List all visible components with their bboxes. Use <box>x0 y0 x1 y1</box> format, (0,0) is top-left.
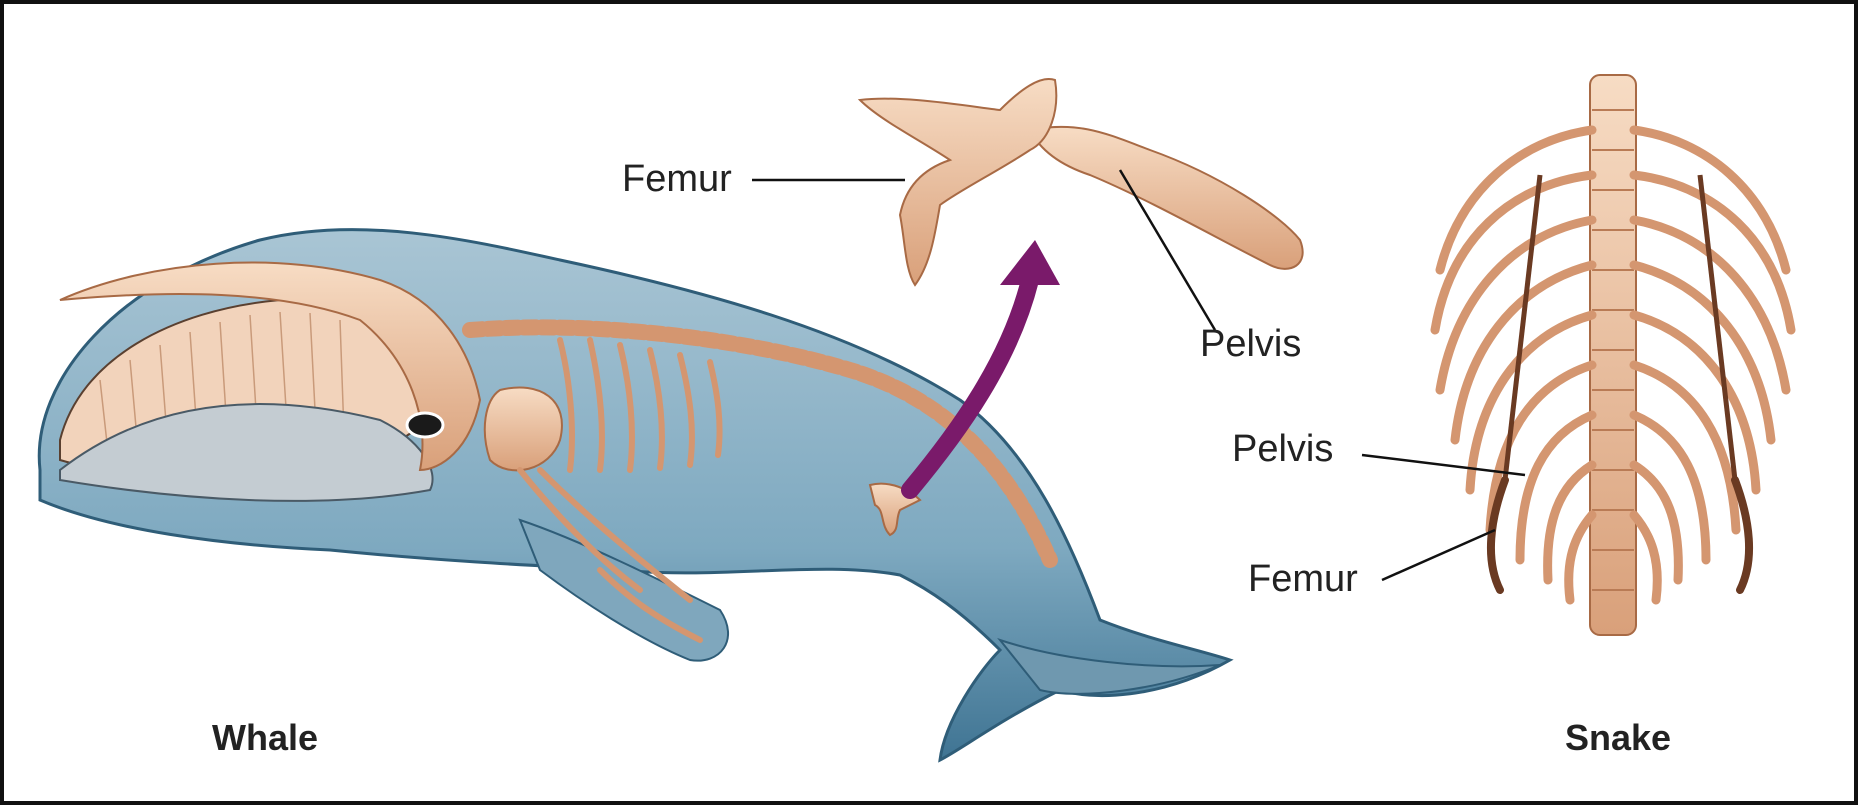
enlarged-pelvis-femur <box>860 79 1303 285</box>
label-whale-femur: Femur <box>622 160 732 198</box>
caption-whale: Whale <box>212 720 318 756</box>
snake-femur-right <box>1735 480 1749 590</box>
snake-ribs-left <box>1435 130 1592 600</box>
snake-ribs-right <box>1634 130 1791 600</box>
leader-snake-femur <box>1382 530 1495 580</box>
label-snake-femur: Femur <box>1248 560 1358 598</box>
snake-pelvis-left <box>1505 175 1540 480</box>
whale-eye <box>407 413 443 437</box>
snake-skeleton <box>1435 75 1791 635</box>
whale-illustration <box>39 230 1230 760</box>
label-snake-pelvis: Pelvis <box>1232 430 1333 468</box>
label-whale-pelvis: Pelvis <box>1200 325 1301 363</box>
caption-snake: Snake <box>1565 720 1671 756</box>
